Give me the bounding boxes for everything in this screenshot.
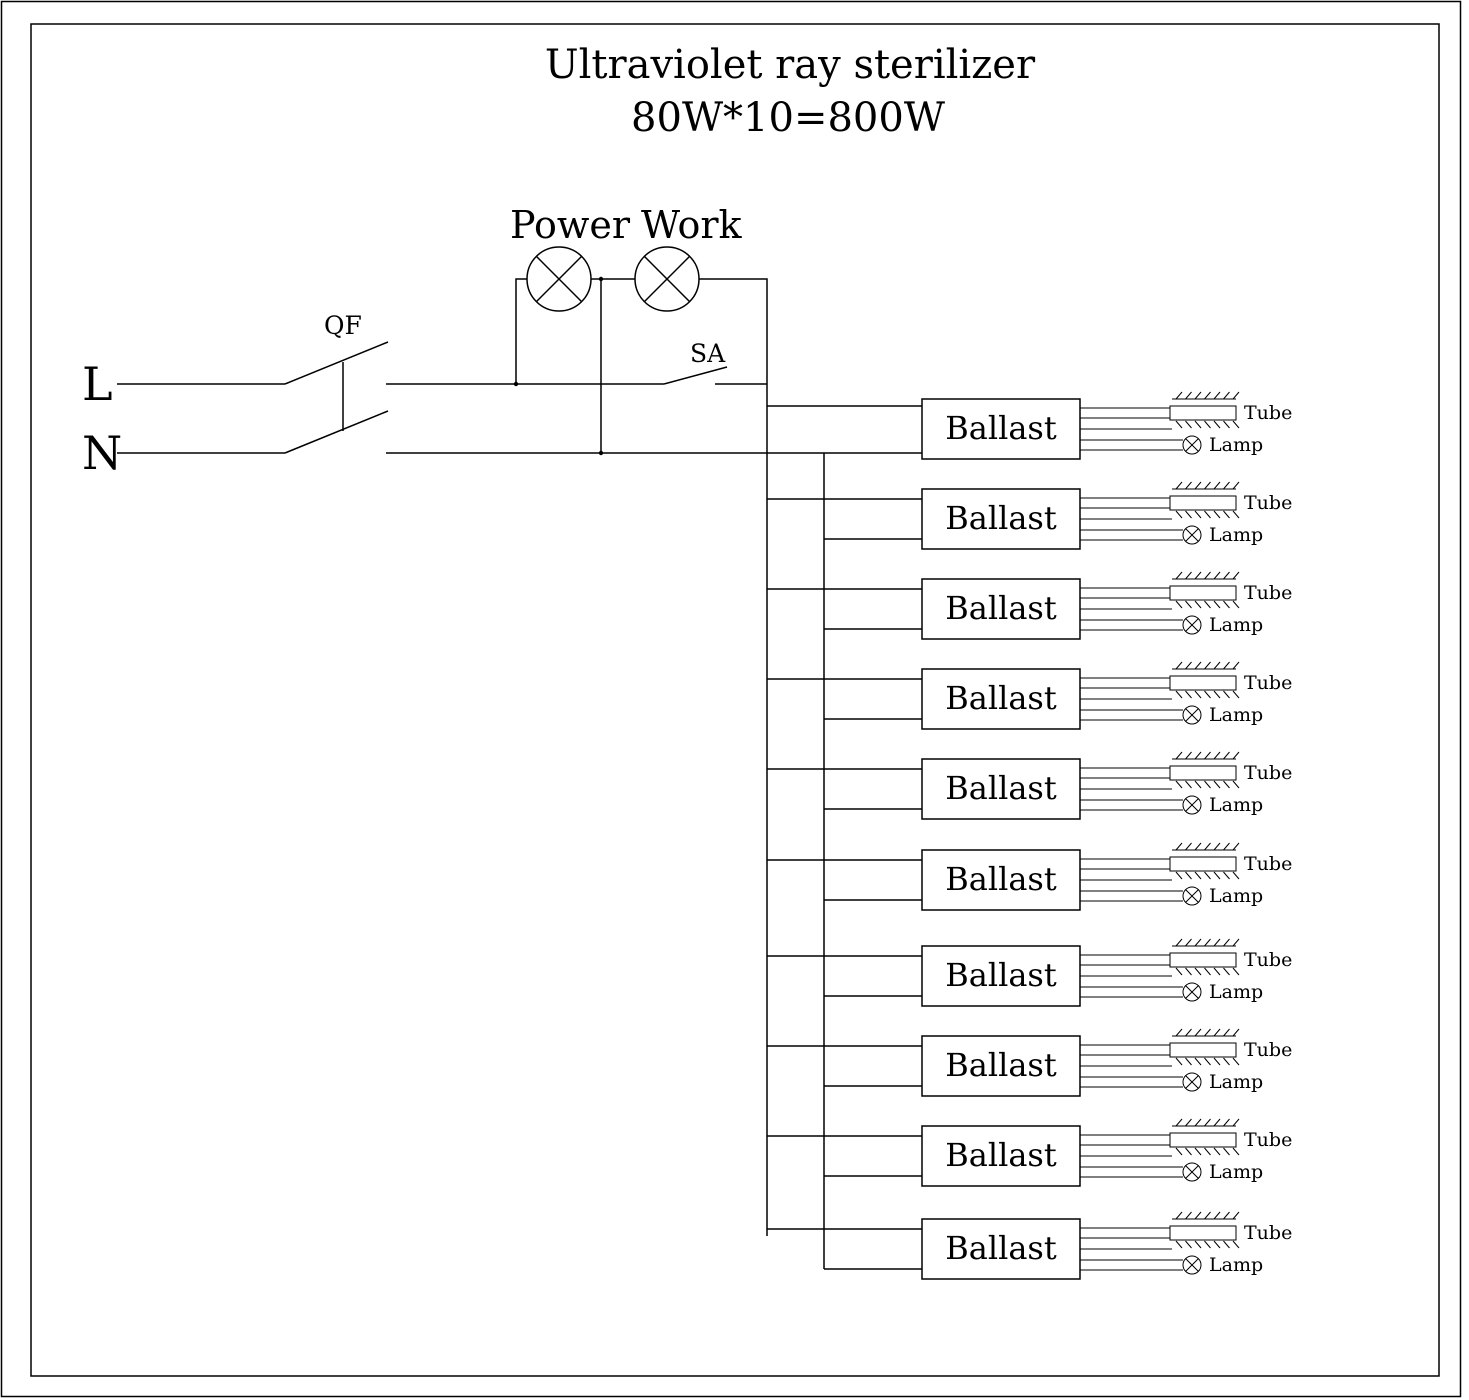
work-indicator-lamp [634,246,700,312]
tube-label: Tube [1244,1039,1292,1061]
uv-tube-symbol [1169,1118,1240,1156]
uv-tube-symbol [1169,751,1240,789]
ballast-label: Ballast [945,409,1057,447]
work-indicator-label: Work [641,203,743,247]
lamp-symbol [1182,525,1202,545]
lamp-symbol [1182,435,1202,455]
tube-label: Tube [1244,402,1292,424]
diagram-subtitle: 80W*10=800W [631,95,945,141]
lamp-symbol [1182,615,1202,635]
lamp-label: Lamp [1209,704,1263,726]
lamp-symbol [1182,1072,1202,1092]
lamp-symbol [1182,886,1202,906]
sa-switch-symbol [663,366,767,385]
lamp-symbol [1182,705,1202,725]
ballast-label: Ballast [945,589,1057,627]
uv-tube-symbol [1169,1211,1240,1249]
ballast-label: Ballast [945,499,1057,537]
neutral-terminal-label: N [82,426,122,480]
lamp-symbol [1182,1162,1202,1182]
tube-label: Tube [1244,949,1292,971]
lamp-symbol [1182,982,1202,1002]
lamp-symbol [1182,1255,1202,1275]
tube-label: Tube [1244,853,1292,875]
power-indicator-lamp [526,246,592,312]
ballast-label: Ballast [945,1046,1057,1084]
ballast-label: Ballast [945,1229,1057,1267]
uv-tube-symbol [1169,481,1240,519]
ballast-label: Ballast [945,860,1057,898]
ballast-label: Ballast [945,956,1057,994]
lamp-label: Lamp [1209,794,1263,816]
uv-tube-symbol [1169,661,1240,699]
diagram-title: Ultraviolet ray sterilizer [545,42,1036,88]
uv-tube-symbol [1169,391,1240,429]
ballast-label: Ballast [945,679,1057,717]
lamp-label: Lamp [1209,1254,1263,1276]
power-indicator-label: Power [510,203,631,247]
tube-label: Tube [1244,582,1292,604]
lamp-label: Lamp [1209,1161,1263,1183]
lamp-symbol [1182,795,1202,815]
ballast-label: Ballast [945,769,1057,807]
lamp-label: Lamp [1209,885,1263,907]
sa-switch-label: SA [690,339,726,368]
indicator-wiring [513,276,768,1236]
inner-frame [30,23,1440,1377]
qf-breaker-symbol [284,341,389,454]
uv-tube-symbol [1169,571,1240,609]
tube-label: Tube [1244,1222,1292,1244]
lamp-label: Lamp [1209,614,1263,636]
uv-tube-symbol [1169,1028,1240,1066]
lamp-label: Lamp [1209,434,1263,456]
tube-label: Tube [1244,1129,1292,1151]
uv-tube-symbol [1169,842,1240,880]
ballast-label: Ballast [945,1136,1057,1174]
lamp-label: Lamp [1209,1071,1263,1093]
uv-tube-symbol [1169,938,1240,976]
lamp-label: Lamp [1209,981,1263,1003]
line-terminal-label: L [82,357,113,411]
lamp-label: Lamp [1209,524,1263,546]
tube-label: Tube [1244,762,1292,784]
tube-label: Tube [1244,492,1292,514]
tube-label: Tube [1244,672,1292,694]
qf-breaker-label: QF [324,311,362,340]
